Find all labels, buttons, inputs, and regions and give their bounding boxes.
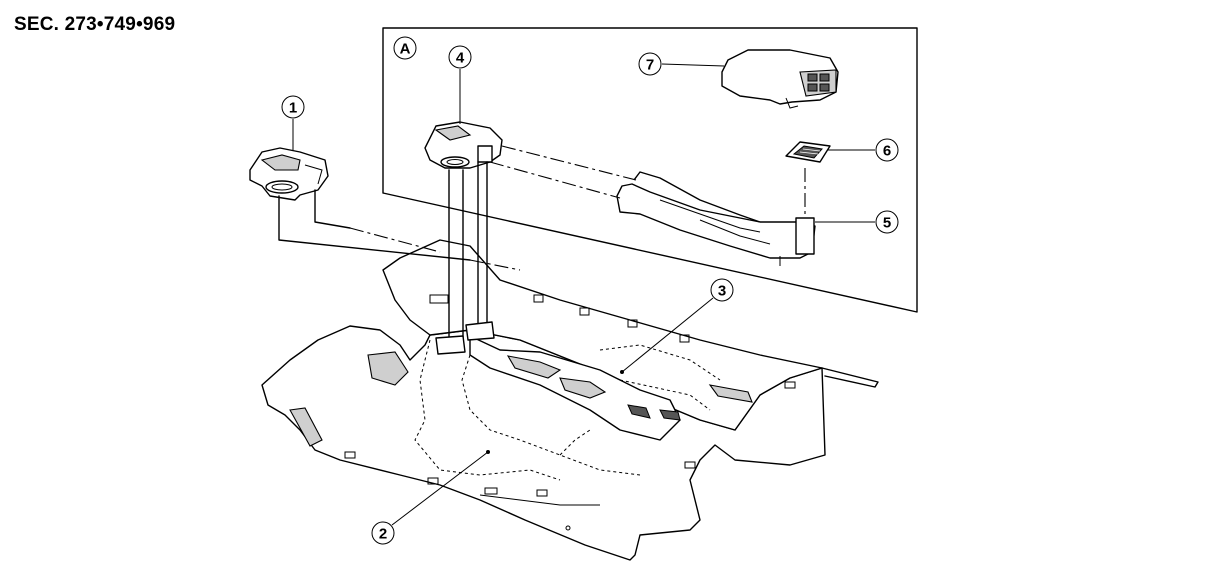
floor-carpet — [261, 239, 879, 561]
callout-6: 6 — [828, 138, 899, 162]
callout-7: 7 — [638, 52, 725, 76]
callout-4-label: 4 — [456, 50, 465, 67]
detail-frame — [382, 27, 918, 313]
rear-duct-part-5 — [616, 171, 816, 266]
section-label: SEC. 273•749•969 — [14, 14, 176, 35]
callout-1: 1 — [281, 95, 305, 150]
grille-part-6 — [785, 141, 831, 163]
view-marker-a: A — [393, 36, 417, 60]
rear-vent-part-7 — [721, 49, 839, 109]
callout-2: 2 — [371, 450, 490, 545]
callout-5-label: 5 — [883, 215, 891, 232]
callout-3: 3 — [620, 278, 734, 374]
callout-3-label: 3 — [718, 283, 726, 300]
callout-7-label: 7 — [646, 57, 654, 74]
view-marker-label: A — [400, 41, 411, 58]
center-duct-part-4 — [424, 121, 503, 169]
callout-4: 4 — [448, 45, 472, 124]
connection-lines — [278, 145, 806, 355]
callout-1-label: 1 — [289, 100, 297, 117]
front-duct-part-1 — [249, 147, 329, 201]
callout-5: 5 — [815, 210, 899, 234]
callout-2-label: 2 — [379, 526, 387, 543]
callout-6-label: 6 — [883, 143, 891, 160]
